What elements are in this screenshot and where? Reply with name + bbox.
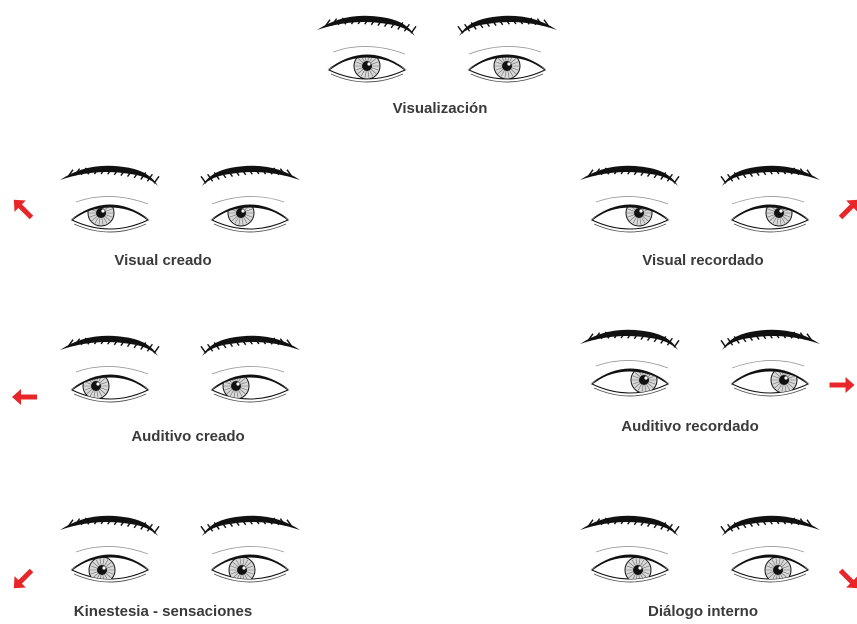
arrow-down-left-icon — [8, 564, 38, 594]
arrow-up-right-icon — [834, 194, 857, 224]
arrow-shape — [8, 565, 37, 594]
right-pupil — [774, 208, 784, 218]
panel-dialogo-interno: Diálogo interno — [558, 508, 848, 624]
right-eye-icon — [721, 516, 820, 583]
left-pupil — [96, 208, 106, 218]
left-eye-icon — [60, 516, 159, 583]
right-eye-icon — [201, 166, 300, 232]
left-pupil — [634, 208, 644, 218]
caption-auditivo-recordado: Auditivo recordado — [558, 418, 822, 435]
panel-kinestesia: Kinestesia - sensaciones — [38, 508, 328, 624]
left-eye-icon — [60, 166, 159, 232]
caption-visualizacion: Visualización — [295, 100, 585, 117]
right-pupil — [779, 375, 789, 385]
arrow-shape — [835, 565, 857, 594]
arrow-left-icon — [8, 382, 42, 412]
right-pupil — [502, 61, 512, 71]
caption-visual-recordado: Visual recordado — [578, 252, 828, 269]
right-pupil — [236, 208, 246, 218]
caption-dialogo-interno: Diálogo interno — [578, 603, 828, 620]
arrow-shape — [835, 194, 857, 223]
eyes-visual-recordado — [558, 158, 848, 248]
right-eye-icon — [721, 330, 820, 396]
eyes-dialogo-interno — [558, 508, 848, 598]
right-eye-icon — [201, 516, 300, 583]
arrow-shape — [8, 194, 37, 223]
eyes-auditivo-creado — [38, 328, 328, 418]
arrow-shape — [12, 389, 37, 405]
left-pupil — [362, 61, 372, 71]
left-pupil — [639, 375, 649, 385]
panel-visualizacion: Visualización — [295, 8, 585, 128]
panel-visual-recordado: Visual recordado — [558, 158, 848, 278]
right-pupil — [231, 381, 241, 391]
eyes-visualizacion — [295, 8, 585, 98]
left-pupil — [97, 565, 107, 575]
panel-auditivo-creado: Auditivo creado — [38, 328, 328, 448]
panel-auditivo-recordado: Auditivo recordado — [558, 322, 848, 442]
arrow-right-icon — [826, 370, 857, 400]
caption-visual-creado: Visual creado — [38, 252, 288, 269]
left-eye-icon — [60, 336, 159, 402]
left-eye-icon — [580, 166, 679, 232]
eyes-visual-creado — [38, 158, 328, 248]
caption-kinestesia: Kinestesia - sensaciones — [38, 603, 288, 620]
left-eye-icon — [580, 330, 679, 396]
left-pupil — [91, 381, 101, 391]
right-pupil — [773, 565, 783, 575]
left-eye-icon — [580, 516, 679, 583]
arrow-shape — [830, 377, 855, 393]
eyes-auditivo-recordado — [558, 322, 848, 412]
right-pupil — [237, 565, 247, 575]
panel-visual-creado: Visual creado — [38, 158, 328, 278]
right-eye-icon — [721, 166, 820, 232]
left-eye-icon — [317, 16, 416, 82]
right-eye-icon — [458, 16, 557, 82]
eyes-kinestesia — [38, 508, 328, 598]
caption-auditivo-creado: Auditivo creado — [38, 428, 338, 445]
right-eye-icon — [201, 336, 300, 402]
left-pupil — [633, 565, 643, 575]
arrow-up-left-icon — [8, 194, 38, 224]
arrow-down-right-icon — [834, 564, 857, 594]
